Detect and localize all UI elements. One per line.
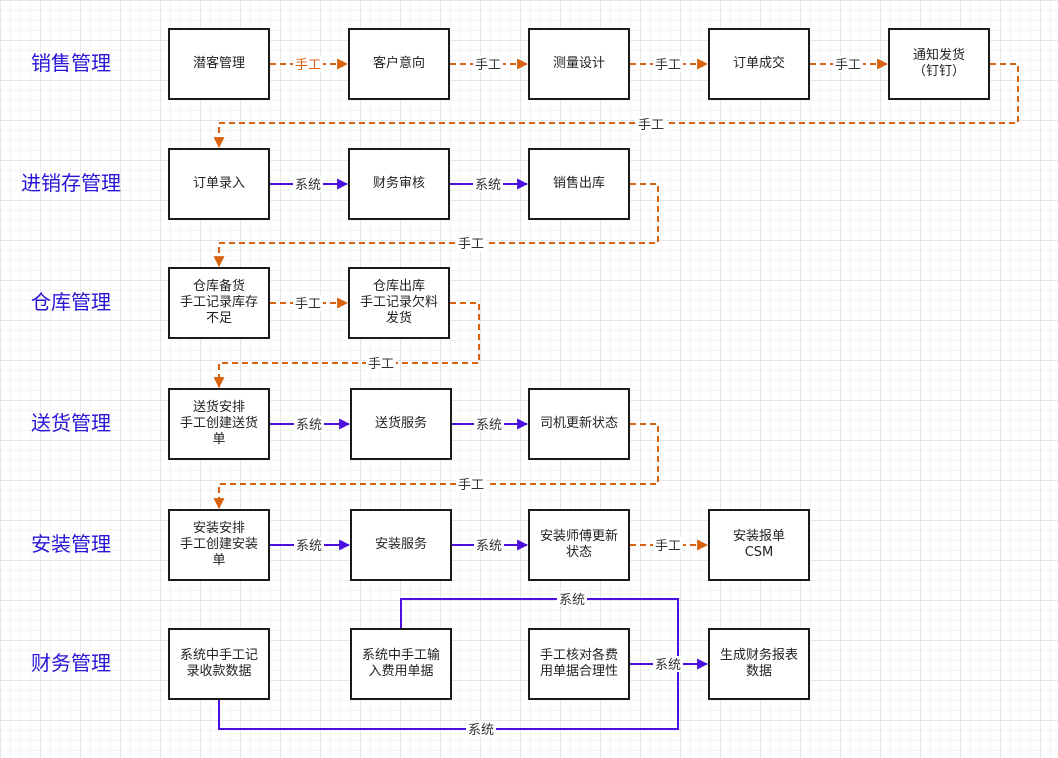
edge-inv-1-2-label-bg: [293, 176, 323, 192]
edge-sales-to-inventory-label-bg: [636, 116, 666, 132]
lane-label-inventory: 进销存管理: [21, 171, 121, 195]
lane-label-finance: 财务管理: [31, 651, 111, 675]
edge-wh-to-delivery-label: 手工: [368, 357, 394, 372]
edge-inv-to-warehouse-label-bg: [456, 235, 486, 251]
node-finance-review: 财务审核: [348, 148, 450, 220]
node-measure-design: 测量设计: [528, 28, 630, 100]
edge-ins-3-4-label-bg: [653, 537, 683, 553]
edge-ins-3-4-label: 手工: [655, 539, 681, 554]
node-order-closed: 订单成交: [708, 28, 810, 100]
edge-sales-1-2-label-bg: [293, 56, 323, 72]
node-order-entry: 订单录入: [168, 148, 270, 220]
edge-ins-1-2-label: 系统: [296, 539, 322, 554]
node-enter-expense-documents: 系统中手工输 入费用单据: [350, 628, 452, 700]
lane-label-warehouse: 仓库管理: [31, 290, 111, 314]
edge-sales-1-2-label: 手工: [295, 58, 321, 73]
edge-fin-3-4-label-bg: [653, 656, 683, 672]
edge-dl-to-install-label: 手工: [458, 478, 484, 493]
node-installer-update-status: 安装师傅更新 状态: [528, 509, 630, 581]
edge-fin-1-to-report-label-bg: [466, 721, 496, 737]
edge-fin-2-to-report-label-bg: [557, 591, 587, 607]
edge-inv-2-3-label-bg: [473, 176, 503, 192]
edge-dl-1-2-label: 系统: [296, 418, 322, 433]
edge-sales-4-5-label-bg: [833, 56, 863, 72]
lane-label-sales: 销售管理: [31, 51, 111, 75]
edge-dl-1-2-label-bg: [294, 416, 324, 432]
edge-fin-1-to-report-label: 系统: [468, 723, 494, 738]
edge-dl-2-3-label-bg: [474, 416, 504, 432]
edge-sales-2-3-label-bg: [473, 56, 503, 72]
node-customer-intent: 客户意向: [348, 28, 450, 100]
edge-fin-1-to-report: [218, 664, 679, 730]
edge-ins-1-2-label-bg: [294, 537, 324, 553]
node-install-scheduling: 安装安排 手工创建安装 单: [168, 509, 270, 581]
node-verify-expenses: 手工核对各费 用单据合理性: [528, 628, 630, 700]
node-driver-update-status: 司机更新状态: [528, 388, 630, 460]
edge-inv-1-2-label: 系统: [295, 178, 321, 193]
node-notify-shipping: 通知发货 （钉钉）: [888, 28, 990, 100]
node-generate-financial-report: 生成财务报表 数据: [708, 628, 810, 700]
edge-fin-2-to-report: [400, 598, 679, 664]
edge-sales-to-inventory-label: 手工: [638, 118, 664, 133]
lane-label-delivery: 送货管理: [31, 411, 111, 435]
edge-fin-3-4-label: 系统: [655, 658, 681, 673]
node-install-service: 安装服务: [350, 509, 452, 581]
edge-sales-3-4-label: 手工: [655, 58, 681, 73]
node-warehouse-stocking: 仓库备货 手工记录库存 不足: [168, 267, 270, 339]
edge-wh-to-delivery-label-bg: [366, 355, 396, 371]
edge-sales-4-5-label: 手工: [835, 58, 861, 73]
edge-fin-2-to-report-label: 系统: [559, 593, 585, 608]
edge-wh-1-2-label-bg: [293, 295, 323, 311]
node-sales-outbound: 销售出库: [528, 148, 630, 220]
edge-ins-2-3-label: 系统: [476, 539, 502, 554]
lane-label-installation: 安装管理: [31, 532, 111, 556]
edge-sales-to-inventory: [213, 63, 1019, 149]
edge-dl-to-install: [213, 423, 659, 510]
edge-inv-to-warehouse-label: 手工: [458, 237, 484, 252]
node-prospect-management: 潜客管理: [168, 28, 270, 100]
node-delivery-service: 送货服务: [350, 388, 452, 460]
node-warehouse-outbound: 仓库出库 手工记录欠料 发货: [348, 267, 450, 339]
node-install-report-csm: 安装报单 CSM: [708, 509, 810, 581]
edge-dl-2-3-label: 系统: [476, 418, 502, 433]
edge-sales-3-4-label-bg: [653, 56, 683, 72]
node-record-receipts: 系统中手工记 录收款数据: [168, 628, 270, 700]
node-delivery-scheduling: 送货安排 手工创建送货 单: [168, 388, 270, 460]
edge-inv-2-3-label: 系统: [475, 178, 501, 193]
edge-ins-2-3-label-bg: [474, 537, 504, 553]
edge-dl-to-install-label-bg: [456, 476, 486, 492]
edge-wh-1-2-label: 手工: [295, 297, 321, 312]
edge-sales-2-3-label: 手工: [475, 58, 501, 73]
edge-inv-to-warehouse: [213, 183, 659, 268]
